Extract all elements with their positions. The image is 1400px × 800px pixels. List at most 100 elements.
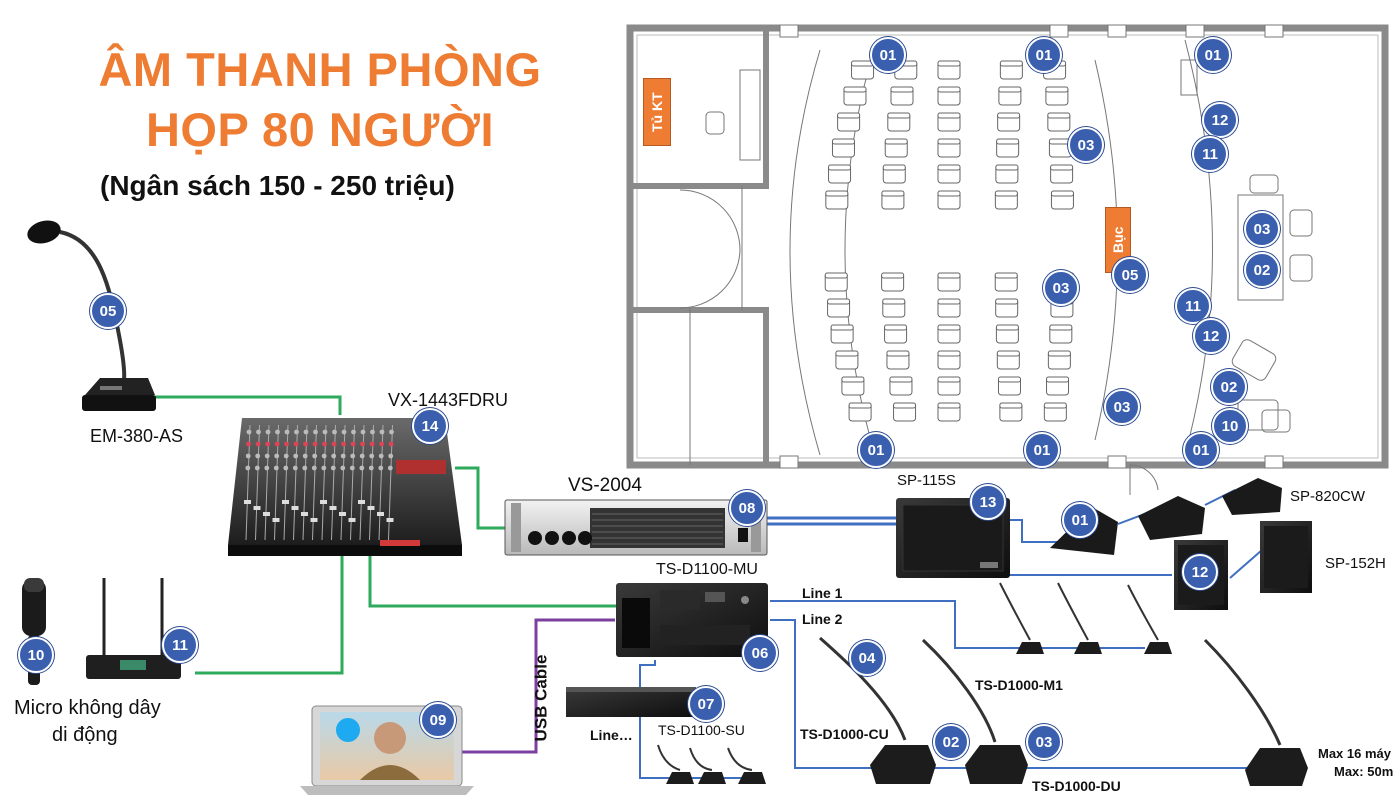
mixer-knob	[321, 465, 327, 471]
seat-back	[835, 350, 859, 357]
seat-back	[997, 376, 1021, 383]
mixer-knob	[302, 465, 308, 471]
mixer-knob	[351, 429, 356, 435]
mic-base	[738, 772, 766, 784]
badge-07: 07	[688, 686, 724, 722]
mixer-knob	[330, 465, 336, 471]
label-monitor: SP-820CW	[1290, 488, 1366, 505]
mixer-vx1443	[228, 418, 462, 556]
mixer-knob	[379, 441, 384, 447]
fader-knob	[377, 512, 384, 516]
seat-back	[1050, 190, 1074, 197]
mic-base	[1016, 642, 1044, 654]
seat-back	[995, 164, 1019, 171]
badge-05: 05	[1112, 257, 1148, 293]
mixer-knob	[359, 465, 365, 471]
label-line2: Line 2	[802, 611, 843, 627]
mixer-knob	[360, 441, 365, 447]
badge-02: 02	[1244, 252, 1280, 288]
badge-03: 03	[1244, 211, 1280, 247]
audience-seats	[824, 60, 1075, 422]
badge-10: 10	[18, 637, 54, 673]
fader-knob	[282, 500, 289, 504]
seat-back	[937, 402, 961, 409]
mixer-knob	[274, 441, 280, 447]
badge-03: 03	[1104, 389, 1140, 425]
label-wireless-2: di động	[52, 724, 118, 746]
mixer-knob	[265, 441, 270, 447]
fader-knob	[329, 506, 337, 510]
mixer-knob	[387, 465, 393, 471]
mixer-knob	[369, 441, 375, 447]
mic-gooseneck	[1057, 582, 1089, 641]
mixer-knob	[275, 429, 280, 435]
label-usb-cable: USB Cable	[531, 654, 551, 742]
badge-09: 09	[420, 702, 456, 738]
badge-02: 02	[1211, 369, 1247, 405]
seat-back	[887, 112, 911, 119]
label-cu: TS-D1000-CU	[800, 726, 889, 742]
title-line-2: HỌP 80 NGƯỜI	[145, 103, 495, 156]
mixer-knob	[313, 429, 318, 435]
seat-back	[996, 138, 1020, 145]
mic-base	[666, 772, 694, 784]
seat-back	[884, 324, 908, 331]
mixer-knob	[245, 453, 251, 459]
mixer-knob	[246, 441, 252, 447]
fader-knob	[348, 518, 356, 522]
label-wireless-1: Micro không dây	[14, 697, 161, 719]
seat-back	[937, 324, 961, 331]
seat-back	[937, 350, 961, 357]
badge-02: 02	[933, 724, 969, 760]
mixer-knob	[340, 465, 346, 471]
mixer-knob	[369, 453, 375, 459]
mixer-knob	[389, 429, 394, 435]
badge-10: 10	[1212, 408, 1248, 444]
mixer-knob	[340, 453, 346, 459]
mixer-knob	[370, 429, 375, 435]
badge-05: 05	[90, 293, 126, 329]
badge-01: 01	[858, 432, 894, 468]
seat-back	[881, 272, 905, 279]
note-max-length: Max: 50m	[1334, 764, 1394, 779]
badge-12: 12	[1193, 318, 1229, 354]
mic-gooseneck	[689, 747, 713, 771]
badge-01: 01	[1183, 432, 1219, 468]
seat-back	[848, 402, 872, 409]
label-unit: TS-D1100-SU	[658, 722, 745, 738]
seat-back	[994, 272, 1018, 279]
mixer-knob	[303, 429, 309, 435]
fader-knob	[358, 500, 365, 504]
mixer-knob	[303, 441, 308, 447]
seat-back	[937, 138, 961, 145]
seat-back	[937, 190, 961, 197]
seat-back	[937, 164, 961, 171]
seat-back	[994, 190, 1018, 197]
conference-units	[819, 636, 1308, 786]
fader-knob	[301, 512, 308, 516]
note-max-units: Max 16 máy	[1318, 746, 1391, 761]
unit-tsd1100su	[566, 687, 696, 717]
seat-back	[995, 324, 1019, 331]
mixer-knob	[284, 441, 289, 447]
mixer-knob	[264, 453, 270, 459]
fader-knob	[272, 518, 280, 522]
seat-back	[886, 350, 910, 357]
seat-back	[831, 138, 855, 145]
mic-gooseneck	[1127, 584, 1159, 641]
label-em380: EM-380-AS	[90, 426, 184, 446]
seat-back	[997, 112, 1021, 119]
seat-back	[999, 60, 1023, 67]
seat-back	[884, 138, 908, 145]
mixer-knob	[312, 453, 318, 459]
mixer-knob	[350, 441, 356, 447]
mixer-knob	[378, 453, 384, 459]
label-line-short: Line…	[590, 727, 633, 743]
tag-cabinet: Tủ KT	[643, 78, 671, 146]
mixer-knob	[273, 465, 279, 471]
fader-knob	[291, 506, 299, 510]
mixer-knob	[283, 465, 289, 471]
mic-gooseneck	[727, 747, 753, 771]
badge-03: 03	[1043, 270, 1079, 306]
